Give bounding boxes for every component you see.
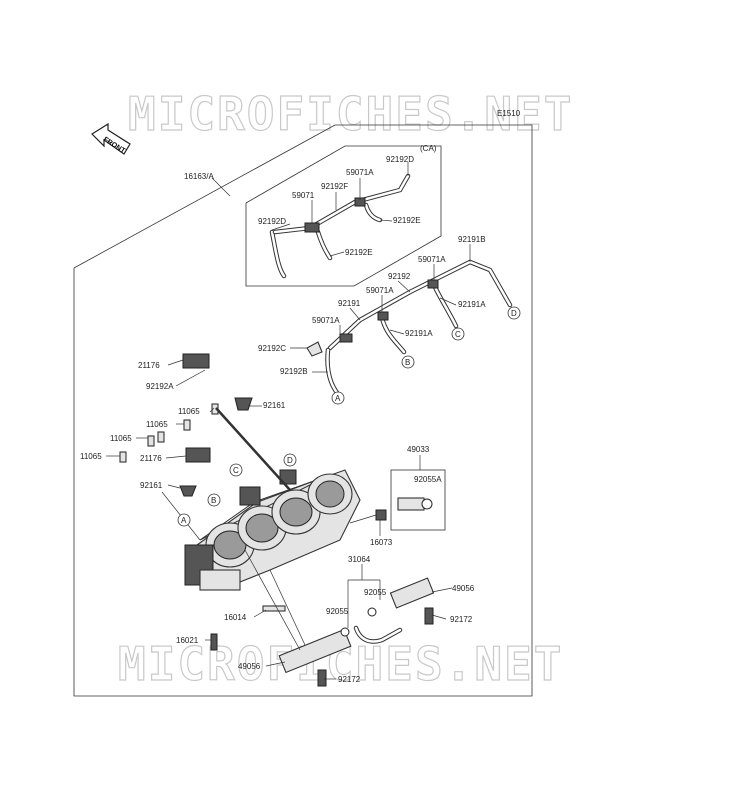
assembly-frame [73, 124, 533, 697]
svg-text:A: A [181, 516, 187, 525]
label-59071-top: 59071 [292, 191, 315, 200]
callout-b-lower: B [207, 493, 221, 507]
leader-lines [106, 162, 471, 680]
diagram-code: E1510 [497, 109, 521, 118]
label-21176-top: 21176 [138, 361, 160, 370]
callout-b-upper: B [401, 355, 415, 369]
front-arrow-icon: FRONT [91, 122, 131, 155]
small-parts [119, 353, 433, 651]
svg-text:B: B [405, 358, 410, 367]
svg-text:C: C [455, 330, 461, 339]
label-16021: 16021 [176, 636, 199, 645]
callout-a-upper: A [331, 391, 345, 405]
label-92055a: 92055A [414, 475, 442, 484]
label-92192f: 92192F [321, 182, 348, 191]
callout-a-lower: A [177, 513, 191, 527]
label-11065-1: 11065 [178, 407, 200, 416]
label-11065-2: 11065 [146, 420, 168, 429]
label-49033: 49033 [407, 445, 430, 454]
label-92172-right: 92172 [450, 615, 473, 624]
label-21176-mid: 21176 [140, 454, 162, 463]
label-59071a-r3: 59071A [312, 316, 340, 325]
label-11065-4: 11065 [80, 452, 102, 461]
label-92161-top: 92161 [263, 401, 286, 410]
label-92161-mid: 92161 [140, 481, 163, 490]
label-59071a-top: 59071A [346, 168, 374, 177]
label-49056-left: 49056 [238, 662, 261, 671]
label-92192d-left: 92192D [258, 217, 286, 226]
label-16163a: 16163/A [184, 172, 214, 181]
box-49033 [390, 469, 446, 531]
svg-text:A: A [335, 394, 341, 403]
label-92191a-r1: 92191A [458, 300, 486, 309]
label-92191: 92191 [338, 299, 361, 308]
label-59071a-r2: 59071A [366, 286, 394, 295]
svg-text:C: C [233, 466, 239, 475]
label-92192e-right: 92192E [393, 216, 421, 225]
label-92192: 92192 [388, 272, 411, 281]
vacuum-hose-set [306, 259, 513, 397]
label-92055-left: 92055 [326, 607, 349, 616]
label-92192b: 92192B [280, 367, 308, 376]
ca-box [245, 145, 442, 287]
callout-c-lower: C [229, 463, 243, 477]
label-92172-left: 92172 [338, 675, 361, 684]
label-31064: 31064 [348, 555, 371, 564]
svg-text:B: B [211, 496, 216, 505]
label-92192e-bottom: 92192E [345, 248, 373, 257]
label-16014: 16014 [224, 613, 247, 622]
fuel-delivery-pipe [278, 577, 435, 687]
callout-c-upper: C [451, 327, 465, 341]
label-92192d-top: 92192D [386, 155, 414, 164]
part-labels: 16163/A 92192D 59071A 92192F 59071 92192… [80, 155, 486, 684]
ca-label: (CA) [420, 144, 437, 153]
ca-hose-set [269, 173, 411, 279]
label-92055-right: 92055 [364, 588, 387, 597]
label-92191a-r2: 92191A [405, 329, 433, 338]
label-92192c: 92192C [258, 344, 286, 353]
label-59071a-r1: 59071A [418, 255, 446, 264]
watermark-top: MICROFICHES.NET [128, 87, 573, 141]
label-49056-right: 49056 [452, 584, 475, 593]
label-92191b: 92191B [458, 235, 486, 244]
label-11065-3: 11065 [110, 434, 132, 443]
svg-text:D: D [287, 456, 293, 465]
callout-d-lower: D [283, 453, 297, 467]
label-16073: 16073 [370, 538, 393, 547]
callout-d-upper: D [507, 306, 521, 320]
svg-text:D: D [511, 309, 517, 318]
label-92192a: 92192A [146, 382, 174, 391]
throttle-body-assembly [184, 469, 361, 591]
